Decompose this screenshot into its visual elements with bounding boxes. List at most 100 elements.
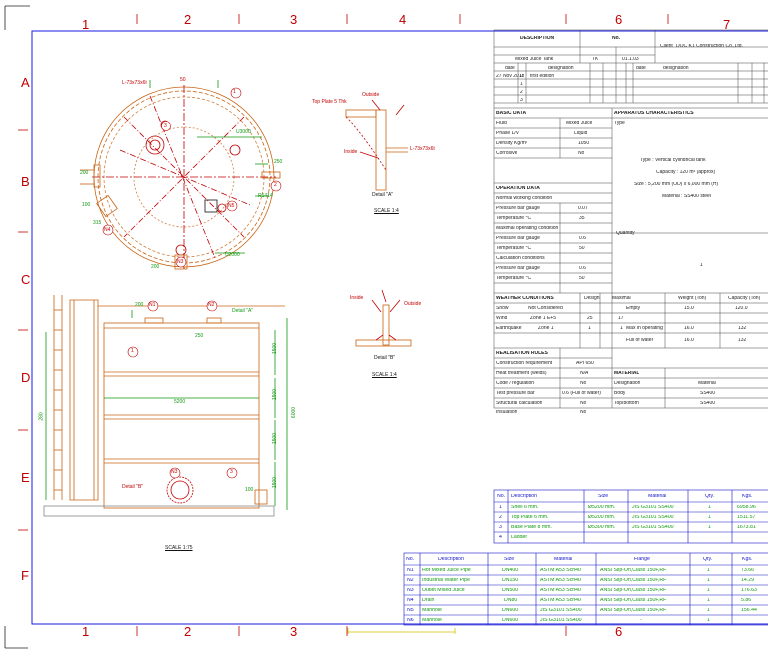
weather-wind-key: Wind bbox=[496, 316, 508, 321]
parts-header-qty: Qty. bbox=[705, 494, 715, 499]
plan-view bbox=[80, 80, 281, 270]
weight-max-value: 16.0 bbox=[684, 326, 694, 331]
col-label-6: 6 bbox=[615, 12, 623, 27]
part-1-desc: Shell 6 mm. bbox=[511, 505, 539, 510]
op-row-4-value: 0.6 bbox=[579, 236, 586, 241]
real-row-4-value: No bbox=[580, 401, 587, 406]
nozzle-n1-flange: ANSI Slip-On,Class 150F,RF bbox=[600, 568, 667, 573]
nozzle-n6-qty: 1 bbox=[707, 618, 710, 623]
basic-fluid-value: Mixed Juice bbox=[566, 121, 593, 126]
elev-balloon-1: 1 bbox=[131, 348, 134, 354]
realisation-title: REALISATION RULES bbox=[496, 351, 548, 356]
plan-dim-r1414: R1414 bbox=[258, 193, 273, 199]
plan-dim-d: 100 bbox=[82, 202, 91, 208]
capacity-full-value: 132 bbox=[738, 338, 747, 343]
elev-balloon-n2: N2 bbox=[208, 302, 215, 308]
op-row-6-key: Calculation conditions bbox=[496, 256, 545, 261]
part-3-no: 3 bbox=[499, 525, 502, 530]
nozzle-n5-kgs: 156.44 bbox=[741, 608, 757, 613]
nozzle-n6-no: N6 bbox=[407, 618, 414, 623]
apparatus-quantity-label: Quantity bbox=[616, 231, 635, 236]
elevation-dim-280: 280 bbox=[38, 412, 45, 421]
op-row-8-value: 50 bbox=[579, 276, 585, 281]
part-3-size: Ø5300 mm. bbox=[588, 525, 616, 530]
grid-ticks-left bbox=[18, 129, 28, 531]
plan-balloon-1: 1 bbox=[233, 89, 236, 95]
elevation-detail-b-tag: Detail "B" bbox=[122, 484, 144, 490]
nozzle-n4-flange: ANSI Slip-On,Class 150F,RF bbox=[600, 598, 667, 603]
nozzle-n3-qty: 1 bbox=[707, 588, 710, 593]
nozzle-n3-kgs: 176.63 bbox=[741, 588, 757, 593]
plan-dim-top: 50 bbox=[180, 77, 186, 83]
apparatus-type-label: Type bbox=[614, 121, 625, 126]
material-title: MATERIAL bbox=[614, 371, 640, 376]
weather-quake-design: 1 bbox=[588, 326, 591, 331]
col-label-4: 4 bbox=[399, 12, 407, 27]
rev-2-number: 2 bbox=[520, 90, 523, 95]
apparatus-line-4: Material : SS400 steel bbox=[662, 194, 711, 199]
part-2-mat: JIS G3101 SS400 bbox=[632, 515, 674, 520]
real-row-3-value: 0.6 (Full of water) bbox=[562, 391, 601, 396]
nozzle-table-grid bbox=[403, 552, 768, 626]
weather-snow-key: Snow bbox=[496, 306, 509, 311]
op-row-7-key: Pressure bar gauge bbox=[496, 266, 540, 271]
plan-balloon-2: 2 bbox=[274, 182, 277, 188]
sheet-frame bbox=[4, 5, 30, 649]
row-label-d: D bbox=[21, 370, 31, 385]
apparatus-line-3: Size : 5,200 mm (OD) x 6,000 mm (H) bbox=[634, 182, 719, 187]
part-1-kgs: 6958.96 bbox=[737, 505, 756, 510]
real-row-0-key: Construction requirement bbox=[496, 361, 553, 366]
rev-3-number: 3 bbox=[520, 98, 523, 103]
weight-max-key: Max in operating bbox=[626, 326, 663, 331]
detail-a-outside: Outside bbox=[362, 92, 380, 98]
part-2-no: 2 bbox=[499, 515, 502, 520]
weather-quake-key: Earthquake bbox=[496, 326, 522, 331]
elevation-balloons bbox=[127, 300, 238, 479]
nozzle-header-qty: Qty. bbox=[703, 557, 713, 562]
nozzle-n2-mat: ASTM A53 Sch40 bbox=[540, 578, 581, 583]
nozzle-n1-size: DN400 bbox=[502, 568, 519, 573]
nozzle-n2-desc: Industrial Water Pipe bbox=[422, 578, 470, 583]
rev-0-designation: first edition bbox=[530, 74, 555, 79]
grid-ticks-bottom bbox=[136, 626, 567, 636]
nozzle-n2-size: DN150 bbox=[502, 578, 519, 583]
col-label-bottom-3: 3 bbox=[290, 624, 298, 639]
capacity-empty-value: 120.0 bbox=[735, 306, 748, 311]
weight-full-value: 16.0 bbox=[684, 338, 694, 343]
weather-quake-max: 1 bbox=[620, 326, 623, 331]
rev-0-date: 27 Nov 2018 bbox=[496, 74, 525, 79]
plan-balloon-n3: N3 bbox=[177, 259, 184, 265]
material-material-header: Material bbox=[698, 381, 716, 386]
nozzle-n5-mat: JIS G3101 SS400 bbox=[540, 608, 582, 613]
real-row-2-key: Code / regulation bbox=[496, 381, 535, 386]
elevation-dim-250: 250 bbox=[195, 333, 204, 339]
real-row-4-key: Structural calculation bbox=[496, 401, 543, 406]
basic-corrosive-key: Corrosive bbox=[496, 151, 518, 156]
nozzle-n5-size: DN600 bbox=[502, 608, 519, 613]
nozzle-n2-qty: 1 bbox=[707, 578, 710, 583]
basic-corrosive-value: No bbox=[578, 151, 585, 156]
weight-full-key: Full of water bbox=[626, 338, 654, 343]
material-top-value: SS400 bbox=[700, 401, 716, 406]
nozzle-n4-size: DN80 bbox=[504, 598, 518, 603]
col-label-bottom-6: 6 bbox=[615, 624, 623, 639]
elevation-dim-width: 5200 bbox=[174, 399, 186, 405]
op-row-2-key: Temperature °C bbox=[496, 216, 532, 221]
client-label: Client bbox=[660, 44, 673, 49]
nozzle-header-no: No. bbox=[406, 557, 415, 562]
part-4-desc: Ladder bbox=[511, 535, 528, 540]
nozzle-n4-mat: ASTM A53 Sch40 bbox=[540, 598, 581, 603]
weather-quake-value: Zone 1 bbox=[538, 326, 554, 331]
part-3-qty: 1 bbox=[708, 525, 711, 530]
nozzle-n6-mat: JIS G3101 SS400 bbox=[540, 618, 582, 623]
row-label-b: B bbox=[21, 174, 30, 189]
elevation-dim-100: 100 bbox=[245, 487, 254, 493]
part-2-desc: Top Plate 6 mm. bbox=[511, 515, 549, 520]
rev-header-designation: designation bbox=[548, 66, 574, 71]
nozzle-n3-no: N3 bbox=[407, 588, 414, 593]
weather-snow-value: Not Considered bbox=[528, 306, 563, 311]
detail-a-drawing bbox=[345, 99, 408, 191]
capacity-label: Capacity (Ton) bbox=[728, 296, 761, 301]
elevation-detail-a-tag: Detail "A" bbox=[232, 308, 254, 314]
part-3-desc: Base Plate 8 mm. bbox=[511, 525, 552, 530]
